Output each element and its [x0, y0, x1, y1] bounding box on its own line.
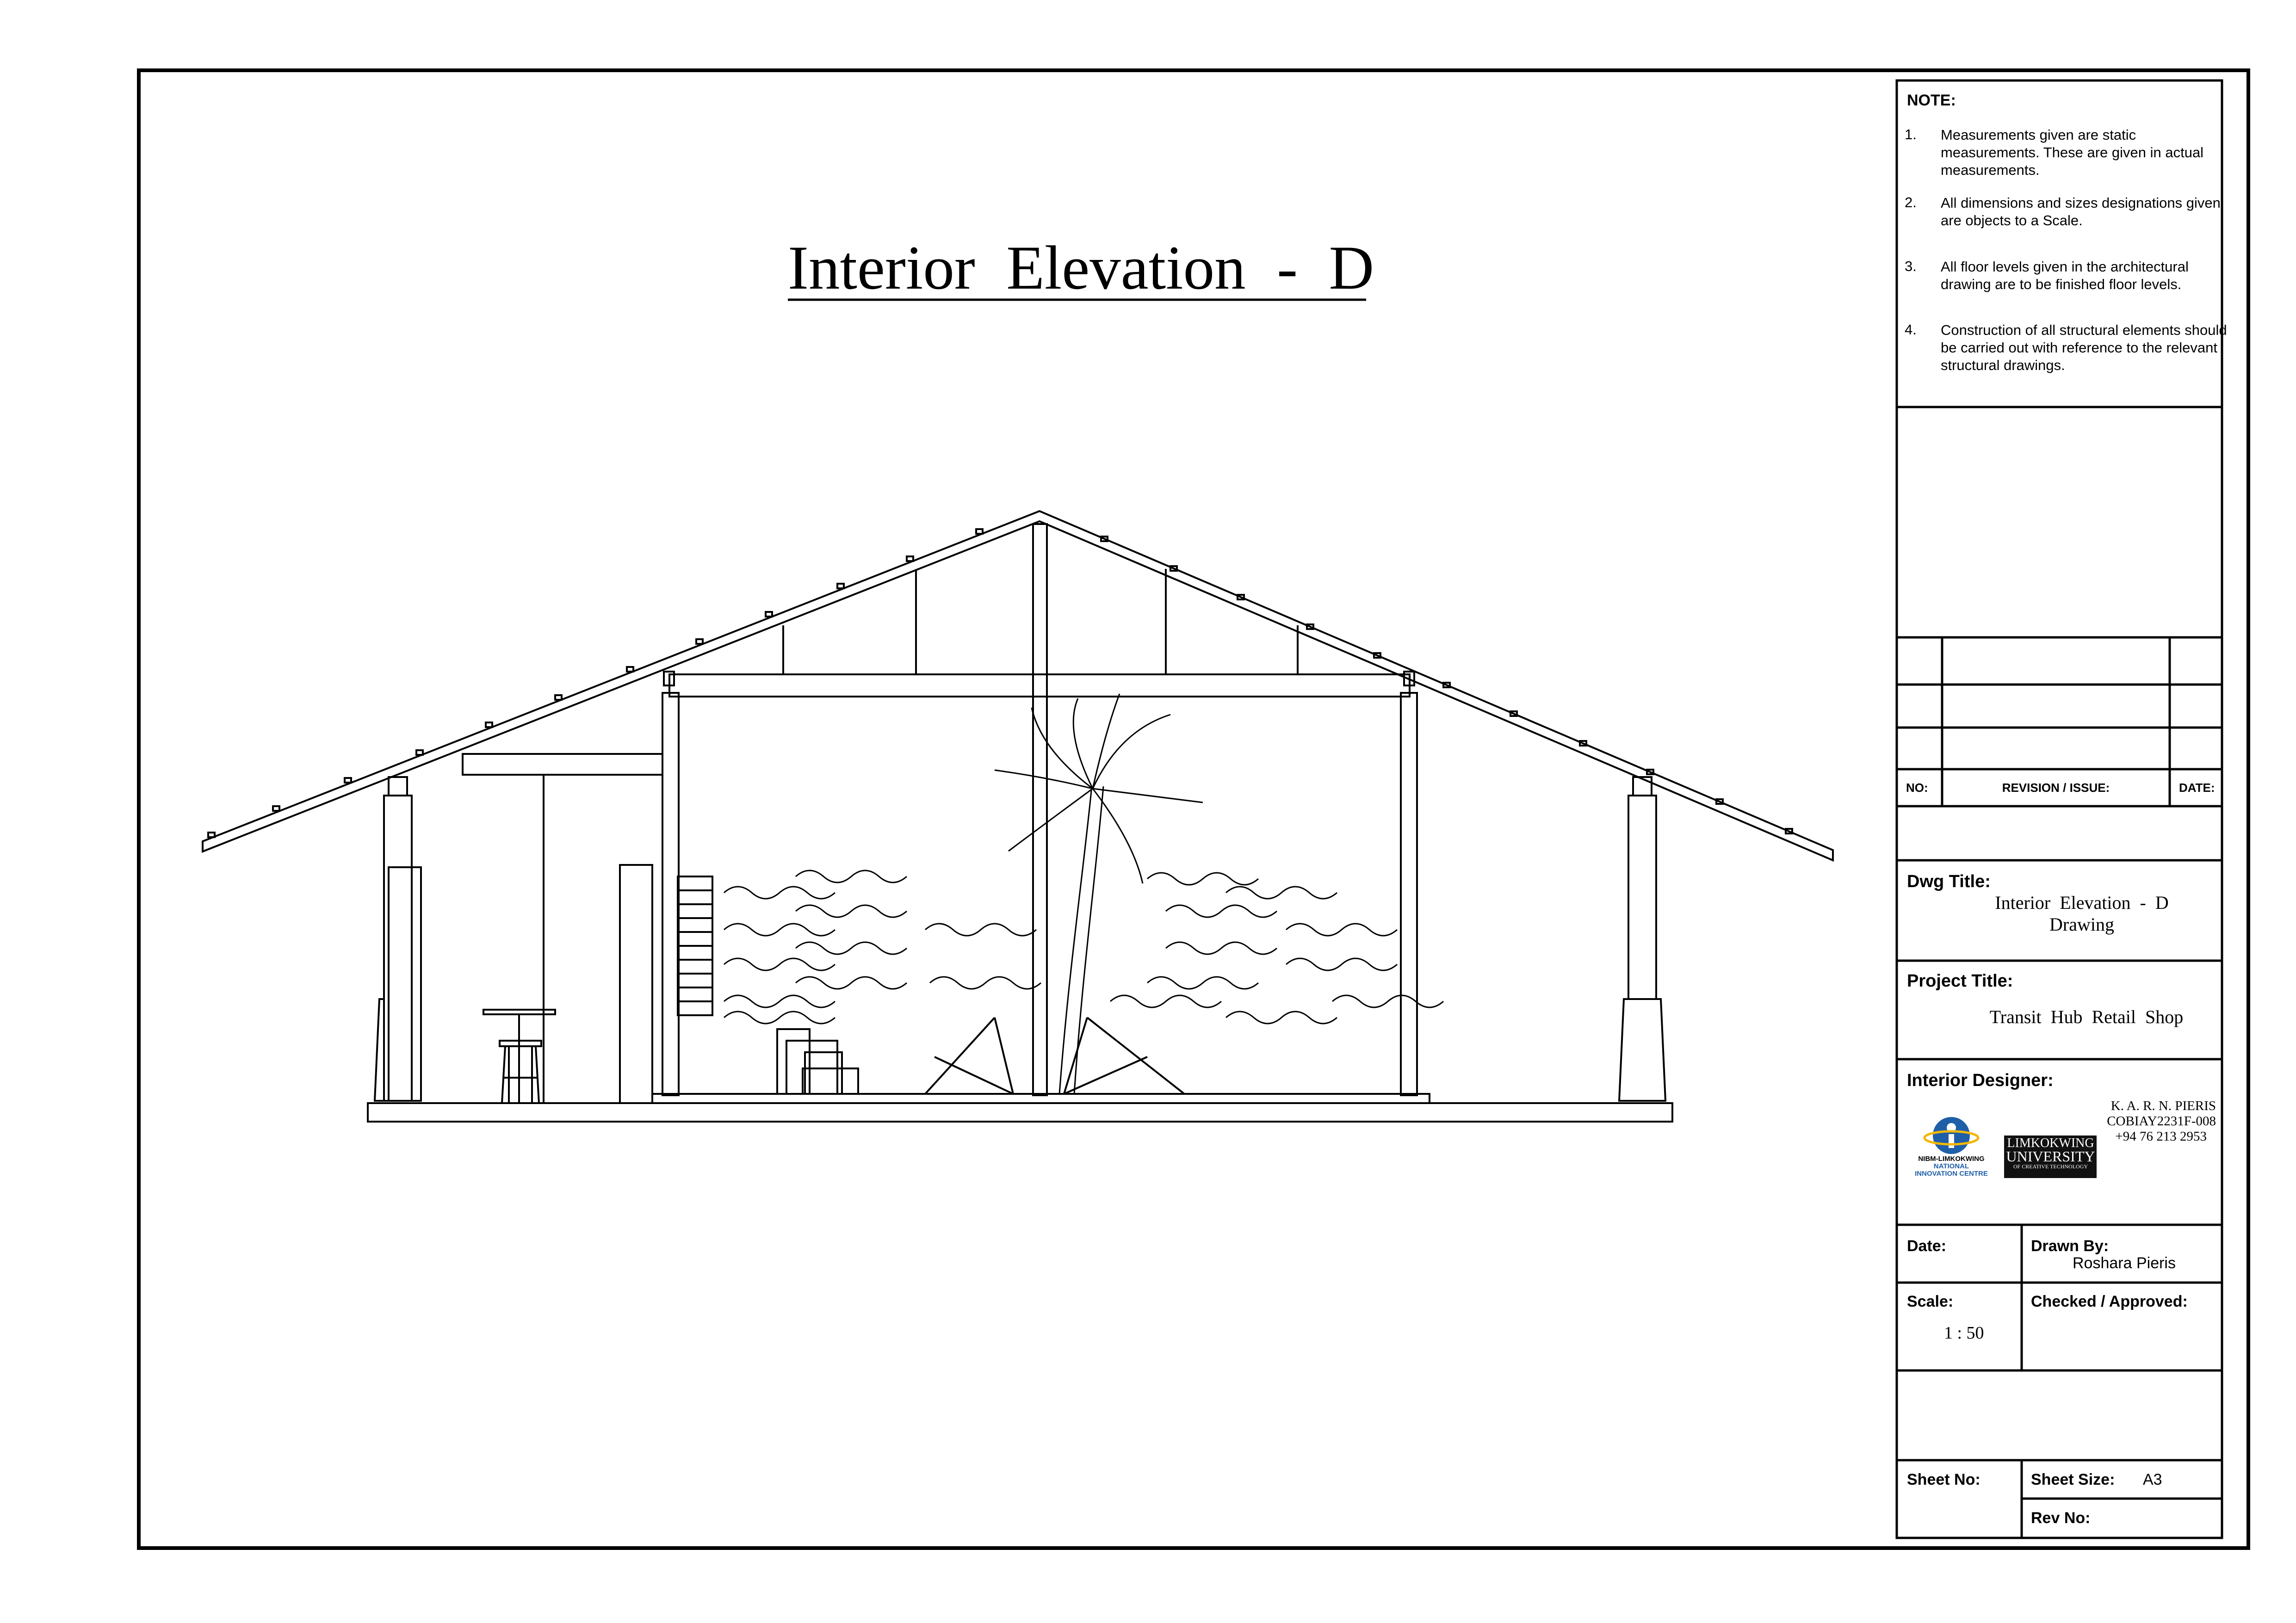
lkw-line1: LIMKOKWING — [2007, 1136, 2094, 1150]
nibm-line2: NATIONAL — [1933, 1162, 1969, 1170]
designer-phone: +94 76 213 2953 — [2115, 1129, 2207, 1144]
elevation-drawing — [202, 510, 1834, 1123]
wall-right — [1400, 692, 1418, 1096]
dwg-title-label: Dwg Title: — [1907, 872, 1991, 891]
rev-no-label: Rev No: — [2031, 1509, 2091, 1527]
dwg-title-line2: Drawing — [2049, 914, 2114, 935]
wave-mural — [723, 870, 1444, 1024]
note-item: Measurements given are static measuremen… — [1941, 127, 2204, 178]
sheet-border — [137, 68, 2250, 1550]
revision-issue-label: REVISION / ISSUE: — [2002, 781, 2110, 795]
deck-chair-right — [1063, 1017, 1185, 1095]
shelf — [677, 876, 713, 1016]
wall-left — [662, 692, 680, 1096]
revision-no-label: NO: — [1906, 781, 1928, 795]
designer-name: K. A. R. N. PIERIS — [2110, 1098, 2216, 1113]
nibm-line1: NIBM-LIMKOKWING — [1918, 1155, 1985, 1163]
sheet-size-value: A3 — [2143, 1471, 2162, 1488]
project-title-label: Project Title: — [1907, 971, 2013, 991]
scale-value: 1 : 50 — [1944, 1323, 1984, 1343]
scale-label: Scale: — [1907, 1293, 1954, 1310]
limkokwing-logo-text: LIMKOKWING UNIVERSITY OF CREATIVE TECHNO… — [2005, 1137, 2096, 1170]
lkw-line3: OF CREATIVE TECHNOLOGY — [2013, 1163, 2088, 1170]
limkokwing-logo — [2004, 1135, 2097, 1178]
notes-heading: NOTE: — [1907, 92, 1956, 109]
deck-chair-left — [924, 1017, 1014, 1095]
page-title: Interior Elevation - D — [788, 234, 1374, 302]
nibm-line3: INNOVATION CENTRE — [1915, 1170, 1988, 1178]
note-item: All floor levels given in the architectu… — [1941, 259, 2189, 292]
note-item: Construction of all structural elements … — [1941, 322, 2227, 373]
checked-label: Checked / Approved: — [2031, 1293, 2188, 1310]
drawn-by-value: Roshara Pieris — [2073, 1254, 2176, 1272]
bar-table — [483, 1009, 556, 1104]
title-block-frame — [1895, 79, 2223, 1539]
roof — [202, 510, 1834, 862]
dwg-title-line1: Interior Elevation - D — [1995, 892, 2169, 913]
interior-designer-label: Interior Designer: — [1907, 1071, 2054, 1090]
revision-date-label: DATE: — [2179, 781, 2215, 795]
note-number: 2. — [1905, 194, 1917, 210]
designer-id: COBIAY2231F-008 — [2107, 1114, 2216, 1129]
project-title-value: Transit Hub Retail Shop — [1989, 1006, 2184, 1027]
palm-tree — [994, 693, 1203, 1094]
note-number: 4. — [1905, 321, 1917, 338]
note-item: All dimensions and sizes designations gi… — [1941, 195, 2221, 228]
lkw-line2: UNIVERSITY — [2006, 1148, 2095, 1165]
drawn-by-label: Drawn By: — [2031, 1237, 2109, 1255]
nibm-logo-text: NIBM-LIMKOKWING NATIONAL INNOVATION CENT… — [1910, 1155, 1993, 1178]
note-number: 1. — [1905, 126, 1917, 142]
sheet-size-label: Sheet Size: — [2031, 1471, 2115, 1488]
center-post — [1032, 523, 1048, 1096]
date-label: Date: — [1907, 1237, 1947, 1255]
nibm-logo — [1923, 1117, 1980, 1154]
display-steps — [754, 1028, 879, 1095]
tie-beam — [668, 673, 1411, 697]
note-number: 3. — [1905, 258, 1917, 274]
floor-slab — [367, 1102, 1673, 1123]
sheet-no-label: Sheet No: — [1907, 1471, 1980, 1488]
